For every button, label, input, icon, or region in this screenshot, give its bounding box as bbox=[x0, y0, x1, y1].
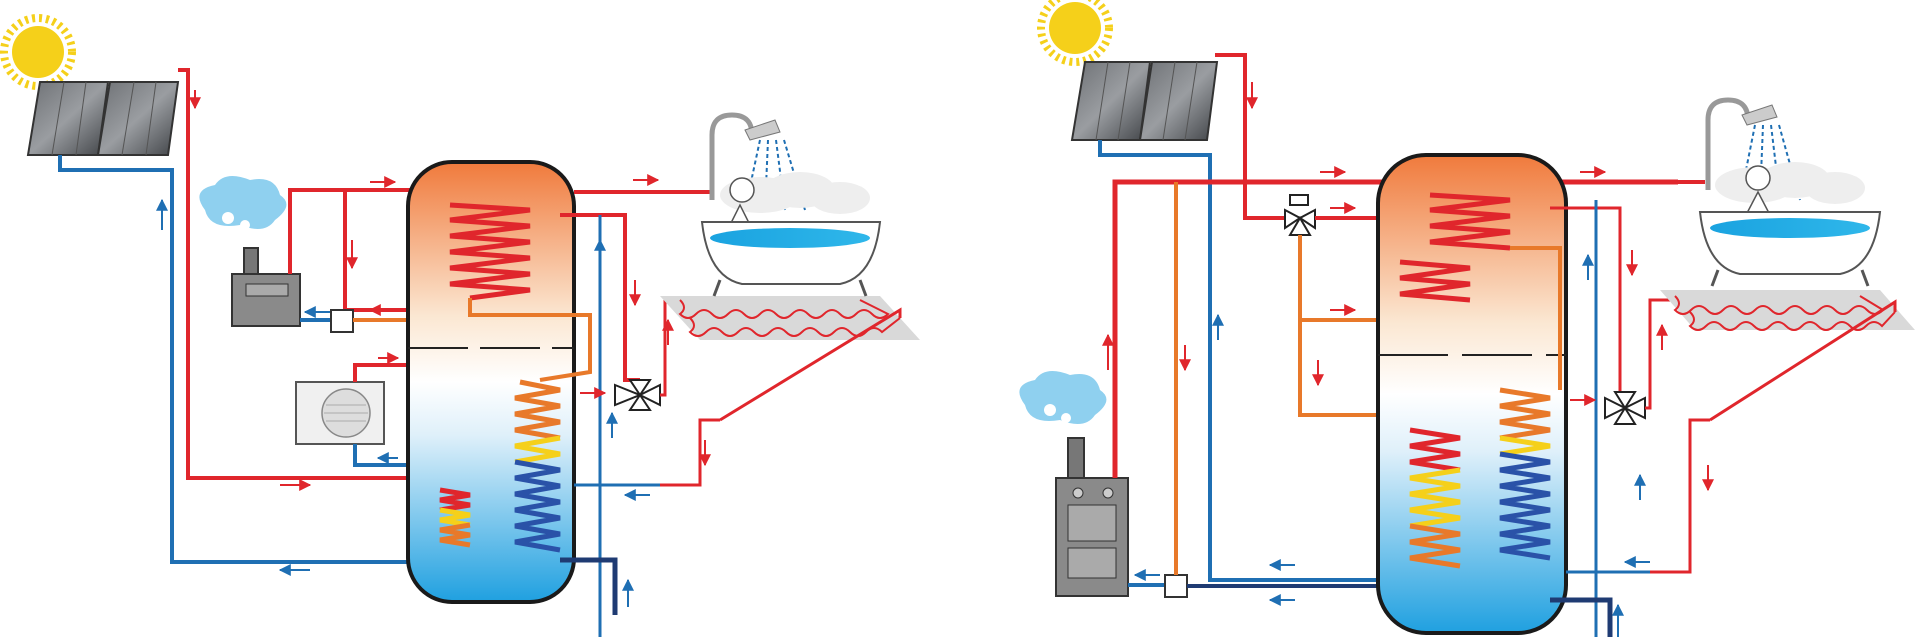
right-panel bbox=[1019, 0, 1915, 637]
floor-heating-icon bbox=[660, 296, 920, 422]
upper-heat-exchanger-coil bbox=[1429, 192, 1511, 251]
smoke-icon bbox=[1019, 371, 1107, 424]
pump-icon bbox=[1164, 574, 1188, 598]
floor-heating-icon bbox=[1660, 290, 1915, 422]
bathtub-icon bbox=[1698, 97, 1882, 287]
gas-boiler-icon bbox=[231, 247, 301, 327]
mixing-valve-icon bbox=[1604, 391, 1646, 425]
solar-collector-icon bbox=[26, 81, 180, 156]
three-way-valve-icon bbox=[1284, 194, 1316, 236]
mixing-valve-icon bbox=[614, 379, 661, 411]
smoke-icon bbox=[199, 176, 287, 229]
lower-heat-exchanger-coil bbox=[514, 459, 561, 553]
upper-heat-exchanger-coil bbox=[449, 202, 531, 301]
solid-fuel-boiler-icon bbox=[1055, 437, 1129, 597]
sun-icon bbox=[0, 14, 76, 90]
cold-water-inlet-pipe bbox=[560, 557, 618, 615]
heat-pump-icon bbox=[295, 381, 385, 445]
lower-heat-exchanger-coil bbox=[1499, 451, 1551, 561]
cold-water-inlet-pipe bbox=[1550, 597, 1613, 637]
solar-collector-icon bbox=[1070, 61, 1219, 141]
pump-icon bbox=[330, 309, 354, 333]
left-panel bbox=[0, 14, 920, 637]
sun-icon bbox=[1037, 0, 1113, 66]
bathtub-icon bbox=[700, 112, 882, 297]
